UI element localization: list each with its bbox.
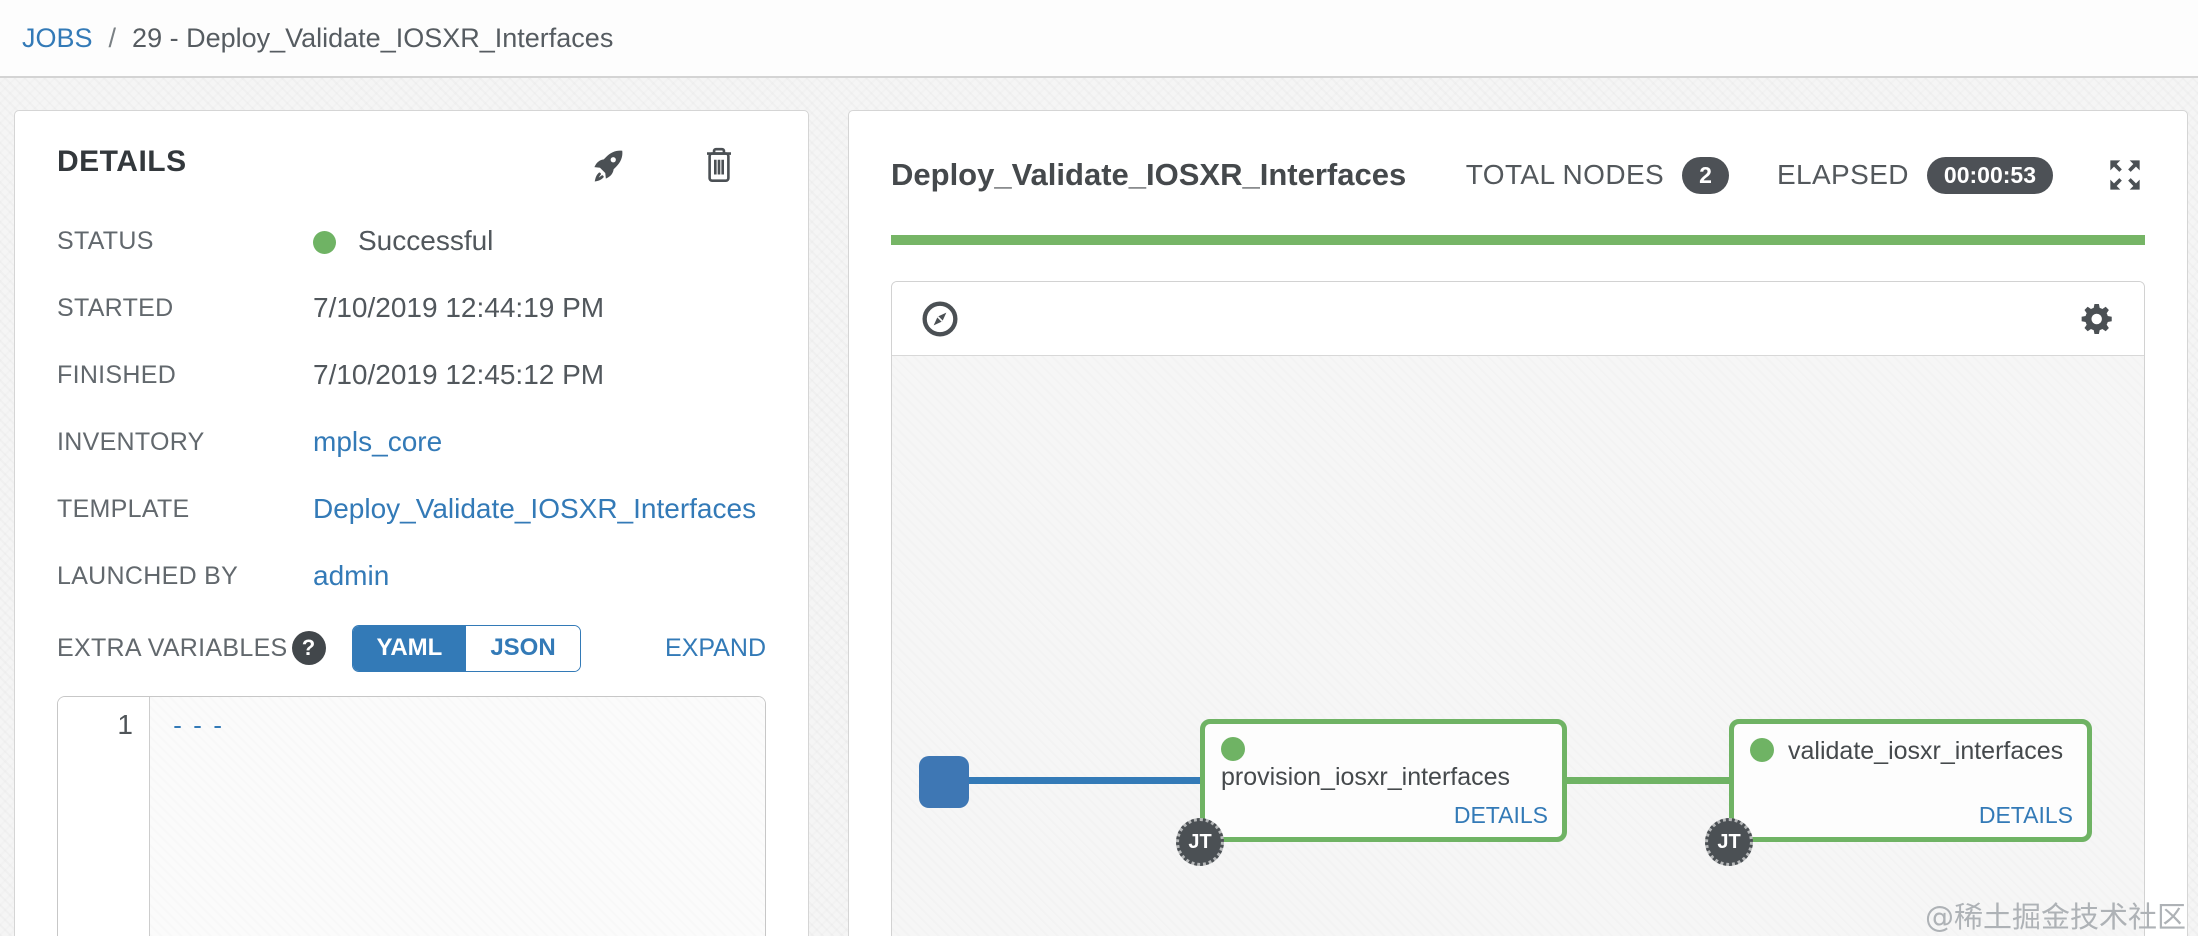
job-template-badge: JT	[1176, 818, 1224, 866]
breadcrumb: JOBS / 29 - Deploy_Validate_IOSXR_Interf…	[0, 0, 2198, 78]
status-label: STATUS	[57, 226, 154, 255]
yaml-json-toggle: YAML JSON	[351, 625, 581, 672]
launched-by-row: LAUNCHED BY admin	[57, 558, 766, 594]
editor-code-text: ---	[170, 710, 231, 740]
workflow-edge-node1-to-node2	[1566, 777, 1730, 784]
job-template-badge: JT	[1705, 818, 1753, 866]
started-label: STARTED	[57, 293, 174, 322]
job-progress-bar	[891, 235, 2145, 245]
workflow-edge-start-to-node1	[969, 777, 1201, 784]
finished-label: FINISHED	[57, 360, 177, 389]
finished-row: FINISHED 7/10/2019 12:45:12 PM	[57, 357, 766, 393]
workflow-graph-canvas[interactable]: provision_iosxr_interfaces DETAILS JT va…	[892, 356, 2144, 936]
breadcrumb-separator: /	[108, 22, 117, 53]
workflow-node-validate[interactable]: validate_iosxr_interfaces DETAILS JT	[1705, 719, 2092, 866]
help-question-icon[interactable]: ?	[291, 631, 326, 666]
json-toggle-button[interactable]: JSON	[466, 626, 580, 671]
total-nodes-label: TOTAL NODES	[1465, 159, 1665, 190]
workflow-graph-panel: provision_iosxr_interfaces DETAILS JT va…	[891, 281, 2145, 936]
expand-link[interactable]: EXPAND	[665, 633, 766, 662]
workflow-node-provision[interactable]: provision_iosxr_interfaces DETAILS JT	[1176, 719, 1567, 866]
workflow-graph-toolbar	[892, 282, 2144, 356]
delete-trash-icon[interactable]	[700, 145, 738, 185]
editor-line-number: 1	[58, 696, 150, 936]
status-value: Successful	[358, 225, 494, 256]
inventory-row: INVENTORY mpls_core	[57, 424, 766, 460]
total-nodes-badge: 2	[1682, 156, 1729, 194]
workflow-title: Deploy_Validate_IOSXR_Interfaces	[891, 157, 1407, 192]
node-status-success-dot-icon	[1221, 737, 1245, 761]
compass-pan-icon[interactable]	[920, 299, 960, 339]
started-row: STARTED 7/10/2019 12:44:19 PM	[57, 290, 766, 326]
fullscreen-arrows-icon[interactable]	[2105, 155, 2145, 195]
yaml-toggle-button[interactable]: YAML	[352, 626, 467, 671]
launched-by-link[interactable]: admin	[313, 560, 390, 591]
template-link[interactable]: Deploy_Validate_IOSXR_Interfaces	[313, 493, 757, 524]
extra-variables-row: EXTRA VARIABLES ? YAML JSON EXPAND	[57, 625, 766, 672]
status-row: STATUS Successful	[57, 223, 766, 259]
node-details-link[interactable]: DETAILS	[1978, 802, 2073, 828]
inventory-link[interactable]: mpls_core	[313, 426, 443, 457]
extra-variables-editor[interactable]: 1 ---	[57, 695, 766, 936]
node-name: validate_iosxr_interfaces	[1788, 737, 2064, 765]
template-label: TEMPLATE	[57, 494, 190, 523]
elapsed-stat: ELAPSED 00:00:53	[1776, 156, 2053, 194]
breadcrumb-current: 29 - Deploy_Validate_IOSXR_Interfaces	[132, 22, 614, 53]
node-status-success-dot-icon	[1750, 738, 1774, 762]
status-success-dot-icon	[313, 231, 336, 255]
details-panel-title: DETAILS	[57, 145, 187, 178]
node-details-link[interactable]: DETAILS	[1453, 802, 1548, 828]
template-row: TEMPLATE Deploy_Validate_IOSXR_Interface…	[57, 491, 766, 527]
relaunch-rocket-icon[interactable]	[588, 145, 628, 185]
started-value: 7/10/2019 12:44:19 PM	[313, 292, 605, 323]
inventory-label: INVENTORY	[57, 427, 205, 456]
launched-by-label: LAUNCHED BY	[57, 561, 239, 590]
breadcrumb-jobs-link[interactable]: JOBS	[22, 22, 93, 53]
elapsed-label: ELAPSED	[1776, 159, 1909, 190]
extra-variables-label: EXTRA VARIABLES	[57, 633, 288, 662]
details-panel: DETAILS	[14, 110, 809, 936]
watermark-text: @稀土掘金技术社区	[1924, 900, 2186, 934]
gear-settings-icon[interactable]	[2078, 300, 2116, 338]
total-nodes-stat: TOTAL NODES 2	[1465, 156, 1729, 194]
workflow-results-panel: Deploy_Validate_IOSXR_Interfaces TOTAL N…	[848, 110, 2188, 936]
finished-value: 7/10/2019 12:45:12 PM	[313, 359, 605, 390]
node-name: provision_iosxr_interfaces	[1221, 763, 1511, 791]
editor-content-area[interactable]: ---	[150, 696, 765, 936]
workflow-start-node[interactable]	[919, 756, 969, 808]
elapsed-badge: 00:00:53	[1926, 156, 2053, 194]
